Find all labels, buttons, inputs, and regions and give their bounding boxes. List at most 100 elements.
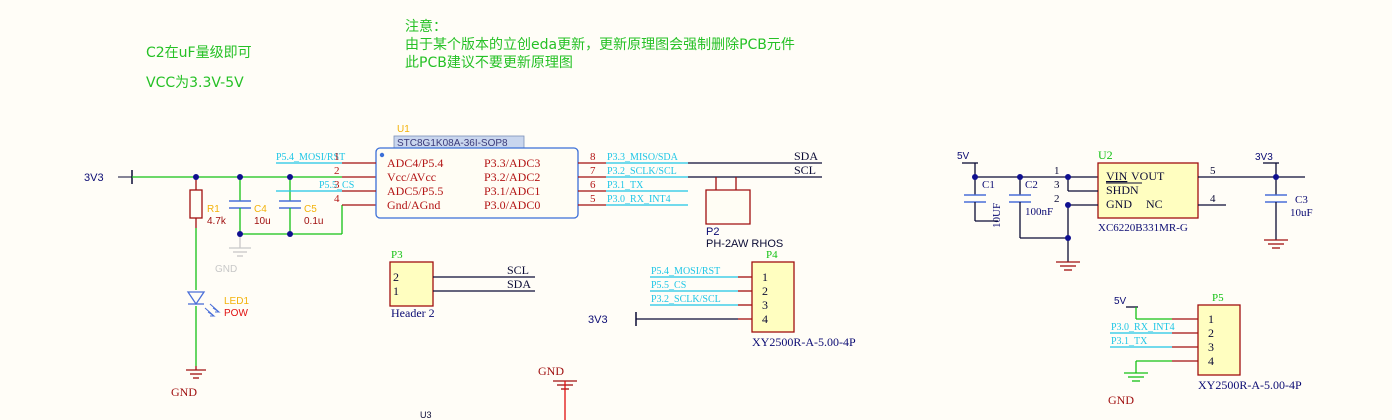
c4-value: 10u — [254, 216, 271, 227]
scl-label: SCL — [794, 163, 816, 177]
u2-pin-gnd: GND — [1106, 197, 1132, 211]
pin-number: 4 — [1208, 354, 1214, 368]
junction — [972, 174, 978, 180]
junction — [1065, 174, 1071, 180]
net-label: P3.2_SCLK/SCL — [651, 294, 721, 305]
pin-number: 2 — [334, 165, 340, 177]
p4-body — [751, 261, 795, 333]
pin-name: P3.3/ADC3 — [484, 156, 540, 170]
p5-gnd-label: GND — [1108, 393, 1134, 407]
c4-designator: C4 — [254, 204, 267, 215]
pin-number: 3 — [1208, 340, 1214, 354]
p3-body — [389, 261, 434, 307]
u2-pin-num-2: 2 — [1054, 193, 1060, 205]
pin-number: 2 — [393, 270, 399, 284]
u2-body — [1097, 162, 1199, 219]
pin-name: ADC4/P5.4 — [387, 156, 443, 170]
net-label: P5.4_MOSI/RST — [276, 152, 345, 163]
p2-part: PH-2AW RHOS — [706, 238, 783, 250]
junction — [1273, 174, 1279, 180]
c5-value: 0.1u — [304, 216, 323, 227]
grey-ground-symbol — [229, 247, 251, 257]
junction — [287, 231, 293, 237]
junction — [193, 174, 199, 180]
net-label: P3.1_TX — [607, 180, 644, 191]
connector-p2: P2 PH-2AW RHOS — [705, 177, 783, 250]
pin-name: ADC5/P5.5 — [387, 184, 443, 198]
u2-designator: U2 — [1098, 148, 1113, 162]
led1-arrow-2 — [209, 303, 221, 313]
u2-pin-nc: NC — [1146, 197, 1163, 211]
u2-pin-num-4: 4 — [1210, 193, 1216, 205]
sda-label: SDA — [794, 149, 818, 163]
pin-number: 8 — [590, 151, 596, 163]
p5-designator: P5 — [1212, 292, 1224, 304]
u2-pin-num-3: 3 — [1054, 179, 1060, 191]
led1-designator: LED1 — [224, 296, 249, 307]
p3-designator: P3 — [391, 249, 403, 261]
c2-note: C2在uF量级即可 — [146, 45, 252, 61]
u2-part: XC6220B331MR-G — [1098, 222, 1188, 234]
pin-number: 5 — [590, 193, 596, 205]
net-label: SDA — [507, 277, 531, 291]
r1-designator: R1 — [207, 204, 220, 215]
rail-3v3-label: 3V3 — [84, 172, 104, 184]
net-label: P3.3_MISO/SDA — [607, 152, 679, 163]
c1-value: 10UF — [991, 203, 1003, 228]
p2-designator: P2 — [706, 226, 719, 238]
ground-symbol — [1124, 372, 1148, 382]
net-label: SCL — [507, 263, 529, 277]
warning-line2: 此PCB建议不要更新原理图 — [405, 55, 573, 71]
junction — [1065, 202, 1071, 208]
pin-number: 1 — [334, 151, 340, 163]
u1-part-number: STC8G1K08A-36I-SOP8 — [397, 138, 508, 149]
pin-number: 3 — [334, 179, 340, 191]
u1-designator: U1 — [397, 124, 410, 135]
vcc-note: VCC为3.3V-5V — [146, 75, 244, 91]
reg-in-rail-label: 5V — [957, 151, 970, 162]
notes: C2在uF量级即可 VCC为3.3V-5V 注意： 由于某个版本的立创eda更新… — [146, 18, 795, 91]
c3-value: 10uF — [1290, 207, 1313, 219]
pin-name: Vcc/AVcc — [387, 170, 436, 184]
c3-designator: C3 — [1295, 194, 1308, 206]
pin-number: 4 — [334, 193, 340, 205]
gnd-label: GND — [171, 385, 197, 399]
net-label: P5.5_CS — [319, 180, 354, 191]
junction — [287, 174, 293, 180]
warning-line1: 由于某个版本的立创eda更新，更新原理图会强制删除PCB元件 — [405, 37, 795, 53]
pin-number: 4 — [762, 312, 768, 326]
regulator-section: 5V C1 10UF C2 100nF U2 VIN VOUT SHDN — [957, 148, 1313, 271]
pin-number: 1 — [1208, 312, 1214, 326]
u1-body — [375, 147, 579, 219]
input-power-section: 3V3 R1 4.7k LED1 POW GND C4 10 — [84, 170, 376, 399]
led1-value: POW — [224, 308, 248, 319]
ground-symbol — [1056, 261, 1080, 271]
pin-number: 1 — [762, 270, 768, 284]
junction — [237, 174, 243, 180]
r1-body — [189, 189, 203, 219]
junction — [1065, 235, 1071, 241]
led1-arrow-1 — [204, 307, 216, 317]
u1-pin1-dot — [379, 152, 385, 158]
net-label: P3.0_RX_INT4 — [1111, 322, 1175, 333]
net-label: P3.2_SCLK/SCL — [607, 166, 677, 177]
p5-rail-label: 5V — [1114, 296, 1127, 307]
p5-body — [1197, 304, 1241, 376]
c2-designator: C2 — [1025, 179, 1038, 191]
pin-name: P3.1/ADC1 — [484, 184, 540, 198]
c5-designator: C5 — [304, 204, 317, 215]
junction — [1017, 174, 1023, 180]
net-label: P5.4_MOSI/RST — [651, 266, 720, 277]
warning-title: 注意： — [405, 18, 447, 35]
u2-pin-num-5: 5 — [1210, 165, 1216, 177]
p3-part: Header 2 — [391, 306, 435, 320]
pin-number: 7 — [590, 165, 596, 177]
c2-value: 100nF — [1025, 206, 1053, 218]
